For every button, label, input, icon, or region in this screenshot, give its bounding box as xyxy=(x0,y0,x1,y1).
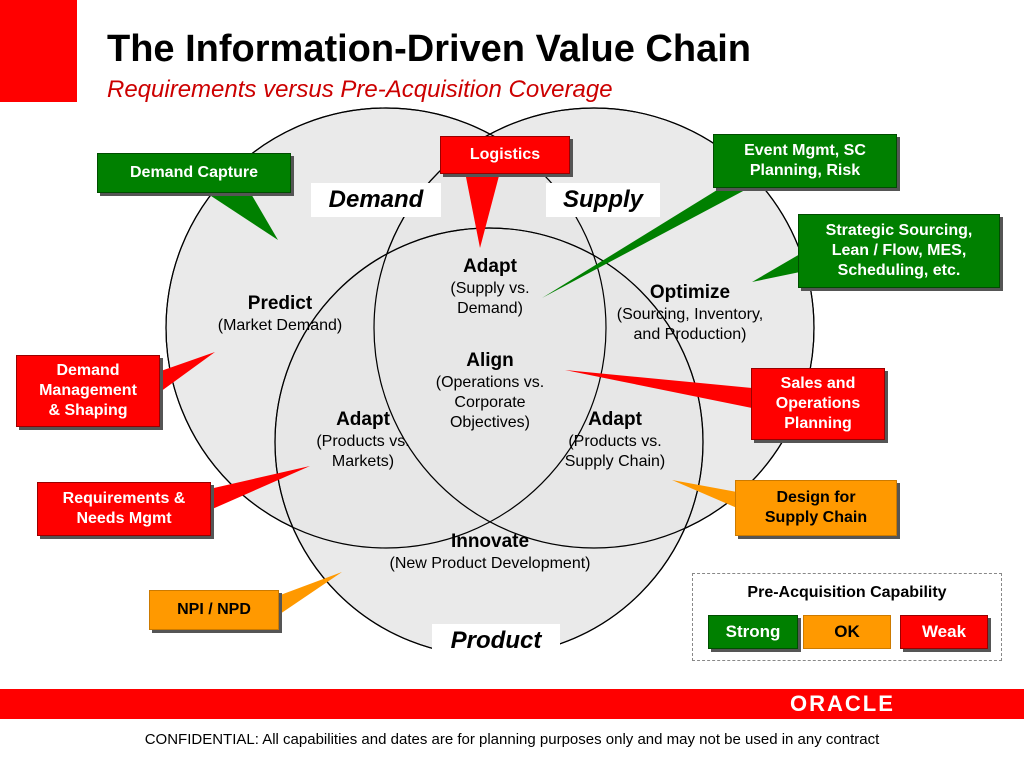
region-heading: Optimize xyxy=(649,282,731,303)
callout-label: Planning xyxy=(784,415,852,432)
region-optimize: Optimize (Sourcing, Inventory, and Produ… xyxy=(590,281,790,345)
callout-label: & Shaping xyxy=(48,402,128,419)
region-detail: and Production) xyxy=(633,326,747,343)
callout-label: Lean / Flow, MES, xyxy=(831,242,967,259)
region-innovate: Innovate (New Product Development) xyxy=(355,530,625,574)
demand-mgmt-pointer xyxy=(158,352,215,392)
demand-capture-pointer xyxy=(205,192,278,240)
region-heading: Innovate xyxy=(450,531,530,552)
demand-circle-label: Demand xyxy=(311,183,441,217)
callout-label: Planning, Risk xyxy=(749,162,861,179)
callout-label: Scheduling, etc. xyxy=(837,262,961,279)
capability-legend: Pre-Acquisition Capability Strong OK Wea… xyxy=(692,573,1002,661)
callout-label: Demand Capture xyxy=(129,164,259,181)
callout-demand-capture: Demand Capture xyxy=(97,153,291,193)
region-adapt-products-supply-chain: Adapt (Products vs. Supply Chain) xyxy=(540,408,690,472)
callout-label: NPI / NPD xyxy=(177,601,251,618)
supply-circle-label: Supply xyxy=(546,183,660,217)
region-detail: Demand) xyxy=(457,300,523,317)
region-heading: Adapt xyxy=(336,409,390,430)
region-detail: (Products vs. xyxy=(316,433,410,450)
region-predict: Predict (Market Demand) xyxy=(190,292,370,336)
page-title: The Information-Driven Value Chain xyxy=(107,28,751,70)
page-subtitle: Requirements versus Pre-Acquisition Cove… xyxy=(107,76,613,103)
event-mgmt-pointer xyxy=(542,182,745,298)
callout-logistics: Logistics xyxy=(440,136,570,174)
callout-label: Requirements & xyxy=(62,490,186,507)
region-detail: Markets) xyxy=(331,453,395,470)
callout-demand-management: Demand Management & Shaping xyxy=(16,355,160,427)
brand-bar: ORACLE xyxy=(0,689,1024,719)
region-detail: (Operations vs. xyxy=(435,374,545,391)
region-detail: Corporate xyxy=(454,394,526,411)
region-adapt-products-markets: Adapt (Products vs. Markets) xyxy=(293,408,433,472)
confidential-footer: CONFIDENTIAL: All capabilities and dates… xyxy=(144,731,880,748)
legend-weak: Weak xyxy=(900,615,988,649)
callout-label: Operations xyxy=(775,395,861,412)
callout-event-mgmt: Event Mgmt, SC Planning, Risk xyxy=(713,134,897,188)
red-accent-block xyxy=(0,0,77,102)
callout-npi-npd: NPI / NPD xyxy=(149,590,279,630)
oracle-logo: ORACLE xyxy=(790,691,895,716)
region-detail: (Supply vs. xyxy=(450,280,530,297)
region-detail: (Market Demand) xyxy=(217,317,343,334)
region-detail: (New Product Development) xyxy=(389,555,591,572)
strategic-pointer xyxy=(752,254,800,282)
callout-label: Demand xyxy=(56,362,120,379)
legend-ok: OK xyxy=(803,615,891,649)
legend-strong: Strong xyxy=(708,615,798,649)
product-circle-label: Product xyxy=(432,624,560,658)
callout-label: Supply Chain xyxy=(764,509,868,526)
callout-design-for-supply-chain: Design for Supply Chain xyxy=(735,480,897,536)
region-heading: Adapt xyxy=(588,409,642,430)
callout-sales-operations-planning: Sales and Operations Planning xyxy=(751,368,885,440)
callout-strategic-sourcing: Strategic Sourcing, Lean / Flow, MES, Sc… xyxy=(798,214,1000,288)
req-pointer xyxy=(205,466,310,510)
callout-label: Logistics xyxy=(469,146,541,163)
region-detail: (Sourcing, Inventory, xyxy=(616,306,764,323)
region-align: Align (Operations vs. Corporate Objectiv… xyxy=(415,349,565,433)
npi-pointer xyxy=(275,572,342,614)
legend-title: Pre-Acquisition Capability xyxy=(747,584,947,601)
callout-label: Design for xyxy=(776,489,856,506)
callout-label: Needs Mgmt xyxy=(76,510,172,527)
callout-requirements-needs: Requirements & Needs Mgmt xyxy=(37,482,211,536)
callout-label: Management xyxy=(39,382,137,399)
region-detail: Supply Chain) xyxy=(564,453,666,470)
region-heading: Align xyxy=(466,350,514,371)
callout-label: Sales and xyxy=(780,375,856,392)
region-detail: Objectives) xyxy=(449,414,531,431)
region-detail: (Products vs. xyxy=(568,433,662,450)
callout-label: Event Mgmt, SC xyxy=(744,142,866,159)
callout-label: Strategic Sourcing, xyxy=(825,222,973,239)
logistics-pointer xyxy=(465,172,500,248)
region-heading: Adapt xyxy=(463,256,517,277)
region-heading: Predict xyxy=(247,293,313,314)
region-adapt-supply-demand: Adapt (Supply vs. Demand) xyxy=(420,255,560,319)
dfsc-pointer xyxy=(672,480,737,508)
sop-pointer xyxy=(565,370,752,408)
